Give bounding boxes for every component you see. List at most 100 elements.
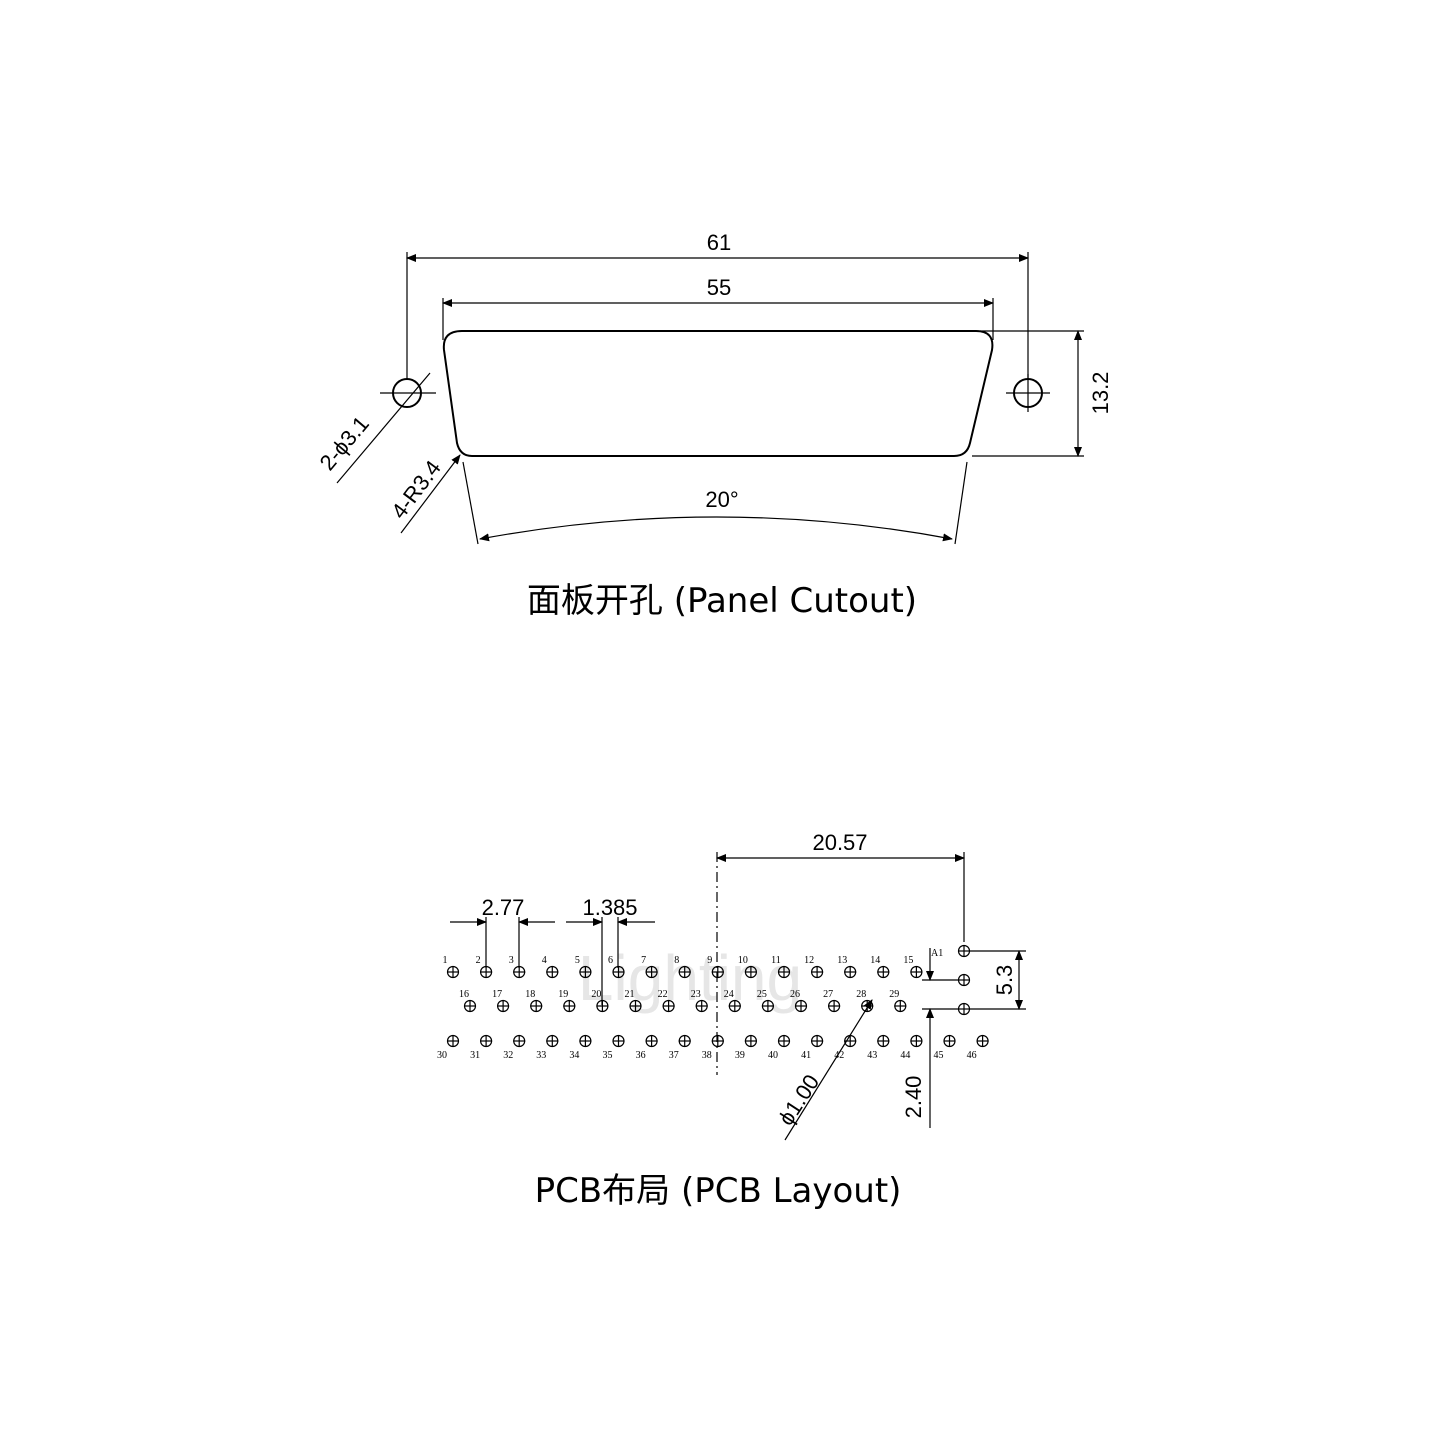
pin-1: 1: [443, 955, 460, 979]
dim-angle-label: 20°: [705, 487, 738, 512]
pin-label: 32: [503, 1050, 513, 1061]
pin-label: 38: [702, 1050, 712, 1061]
pin-label: 18: [525, 989, 535, 1000]
pin-label: 15: [903, 955, 913, 966]
pin-42: 42: [834, 1034, 857, 1061]
pin-17: 17: [492, 989, 510, 1013]
pin-44: 44: [900, 1034, 923, 1061]
pin-12: 12: [804, 955, 824, 979]
pin-label: 16: [459, 989, 469, 1000]
pin-31: 31: [470, 1034, 493, 1061]
dimension-corner-radius: 4-R3.4: [386, 454, 461, 534]
panel-caption: 面板开孔 (Panel Cutout): [527, 581, 917, 621]
pin-22: 22: [658, 989, 675, 1013]
pin-19: 19: [558, 989, 576, 1013]
pin-13: 13: [837, 955, 857, 979]
pin-label: 46: [967, 1050, 977, 1061]
dimension-angle: 20°: [462, 461, 968, 545]
mount-hole: [957, 973, 971, 987]
pin-16: 16: [459, 989, 477, 1013]
pin-10: 10: [738, 955, 758, 979]
pin-label: 20: [591, 989, 601, 1000]
pin-30: 30: [437, 1034, 460, 1061]
pin-36: 36: [636, 1034, 658, 1061]
cutout-outline: [442, 330, 994, 457]
pin-45: 45: [934, 1034, 956, 1061]
pin-37: 37: [669, 1034, 691, 1061]
pin-29: 29: [889, 989, 907, 1013]
dim-55-label: 55: [707, 275, 731, 300]
pin-label: 24: [724, 989, 734, 1000]
pin-label: 39: [735, 1050, 745, 1061]
pin-7: 7: [641, 955, 658, 979]
pin-15: 15: [903, 955, 923, 979]
pin-label: 27: [823, 989, 833, 1000]
mount-hole-column: A1: [931, 944, 971, 1016]
pin-label: 7: [641, 955, 646, 966]
pin-label: 45: [934, 1050, 944, 1061]
dimension-1-385: 1.385: [566, 895, 655, 1005]
pin-3: 3: [509, 955, 526, 979]
pin-2: 2: [476, 955, 493, 979]
dimension-pin-diameter: ϕ1.00: [773, 999, 873, 1141]
dim-2-40-label: 2.40: [901, 1076, 926, 1119]
pin-26: 26: [790, 989, 808, 1013]
pin-label: 14: [870, 955, 880, 966]
pin-label: 43: [867, 1050, 877, 1061]
pin-label: 36: [636, 1050, 646, 1061]
dimension-hole-diameter: 2-ϕ3.1: [315, 372, 431, 484]
dim-2-77-label: 2.77: [482, 895, 525, 920]
dimension-5-3: 5.3: [970, 950, 1026, 1010]
dim-1-385-label: 1.385: [582, 895, 637, 920]
pin-24: 24: [724, 989, 741, 1013]
pin-34: 34: [569, 1034, 592, 1061]
pin-46: 46: [967, 1034, 989, 1061]
pin-11: 11: [771, 955, 791, 979]
dimension-55: 55: [442, 275, 994, 307]
pin-label: 10: [738, 955, 748, 966]
pin-label: 9: [707, 955, 712, 966]
pin-label: 3: [509, 955, 514, 966]
pin-21: 21: [625, 989, 642, 1013]
pin-43: 43: [867, 1034, 890, 1061]
pin-label: 8: [674, 955, 679, 966]
pin-39: 39: [735, 1034, 758, 1061]
pin-label: 40: [768, 1050, 778, 1061]
mount-hole: [957, 944, 971, 958]
pin-9: 9: [707, 955, 724, 979]
pin-label: 19: [558, 989, 568, 1000]
pin-4: 4: [542, 955, 559, 979]
mount-label: A1: [931, 948, 943, 959]
pin-23: 23: [691, 989, 708, 1013]
pin-label: 23: [691, 989, 701, 1000]
dim-20-57-label: 20.57: [812, 830, 867, 855]
dimension-13-2: 13.2: [972, 330, 1113, 457]
pin-label: 26: [790, 989, 800, 1000]
pin-label: 25: [757, 989, 767, 1000]
pin-label: 34: [569, 1050, 579, 1061]
pin-14: 14: [870, 955, 890, 979]
dimension-20-57: 20.57: [716, 830, 965, 942]
dim-5-3-label: 5.3: [992, 965, 1017, 996]
pin-label: 28: [856, 989, 866, 1000]
pin-label: 13: [837, 955, 847, 966]
pin-label: 4: [542, 955, 547, 966]
pin-label: 41: [801, 1050, 811, 1061]
pin-35: 35: [603, 1034, 625, 1061]
pin-5: 5: [575, 955, 592, 979]
mount-hole: [957, 1002, 971, 1016]
dim-13-2-label: 13.2: [1088, 372, 1113, 415]
dim-hole-label: 2-ϕ3.1: [315, 411, 374, 475]
pin-label: 31: [470, 1050, 480, 1061]
pin-25: 25: [757, 989, 775, 1013]
pin-label: 42: [834, 1050, 844, 1061]
pin-label: 30: [437, 1050, 447, 1061]
dimension-2-40: 2.40: [901, 948, 958, 1128]
pin-label: 22: [658, 989, 668, 1000]
pin-18: 18: [525, 989, 543, 1013]
pin-8: 8: [674, 955, 691, 979]
pin-label: 5: [575, 955, 580, 966]
